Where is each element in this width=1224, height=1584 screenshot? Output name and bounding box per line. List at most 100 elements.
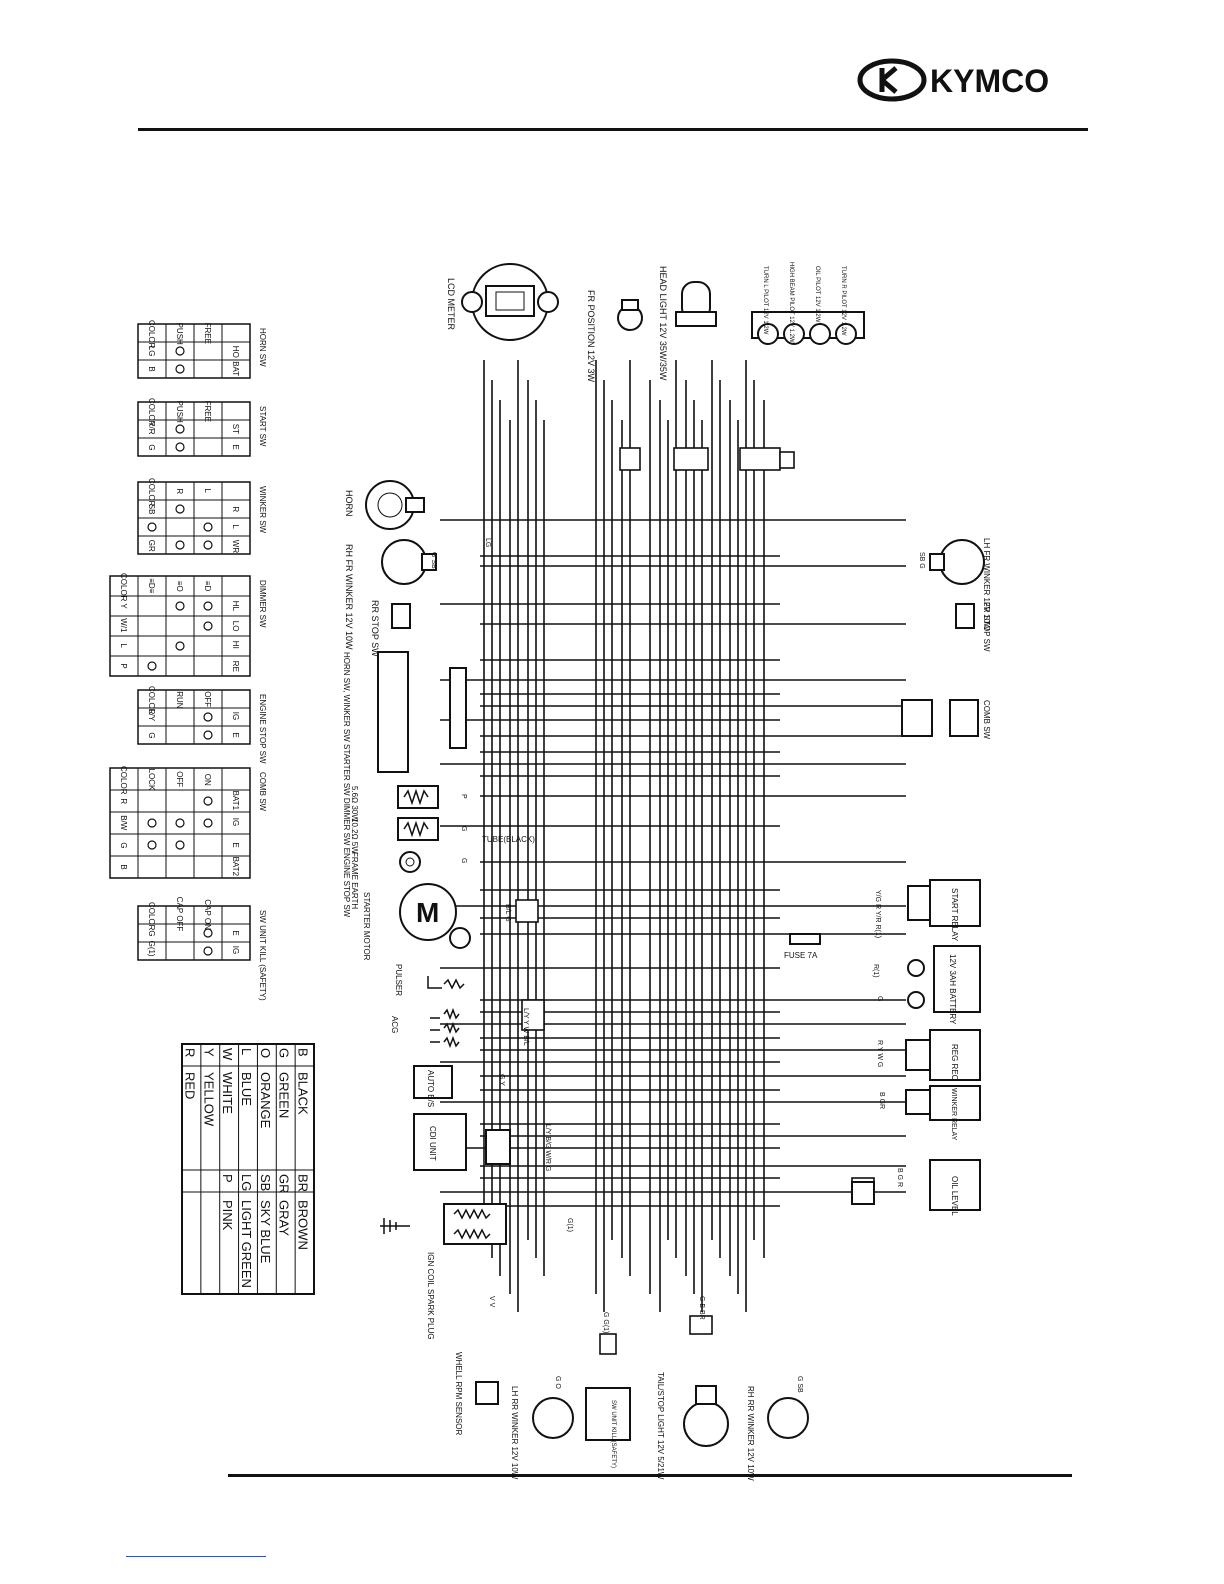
- legend-cell: L: [239, 1048, 254, 1055]
- cdi-unit-label: CDI UNIT: [428, 1126, 437, 1161]
- rh-rr-winker-label: RH RR WINKER 12V 10W: [746, 1386, 755, 1481]
- connector: [521, 999, 545, 1031]
- switch-table-cell: HL: [231, 601, 240, 612]
- switch-table-cell: R: [231, 506, 240, 512]
- lh-fr-winker-label: LH FR WINKER 12V 10W: [982, 538, 991, 631]
- legend-cell: O: [258, 1048, 273, 1058]
- battery-label: 12V 3AH BATTERY: [948, 954, 957, 1025]
- comb-switch: COMB SW: [901, 699, 991, 740]
- winker-relay-label: WINKER RELAY: [950, 1088, 957, 1141]
- switch-table-cell: ST: [231, 424, 240, 434]
- pilot-lamps: TURN L PILOT 12V 1.2W HIGH BEAM PILOT 12…: [751, 262, 865, 345]
- switch-table-cell: HI: [231, 641, 240, 649]
- switch-table-cell: BAT1: [231, 791, 240, 811]
- legend-cell: GR: [277, 1174, 292, 1194]
- rr-stop-switch: RR STOP SW: [370, 600, 411, 657]
- switch-table-title: SW UNIT KILL (SAFETY): [258, 910, 267, 1001]
- switch-table-cell: E: [231, 930, 240, 935]
- lh-rr-winker: LH RR WINKER 12V 10W: [510, 1386, 574, 1480]
- lh-rr-winker-label: LH RR WINKER 12V 10W: [510, 1386, 519, 1480]
- switch-table-cell: R: [119, 798, 128, 804]
- switch-table-cell: FREE: [203, 323, 212, 344]
- legend-cell: R: [182, 1048, 197, 1057]
- switch-contact: [175, 504, 185, 514]
- wire-label-res1: P: [460, 794, 467, 799]
- switch-table-cell: GR: [147, 540, 156, 552]
- switch-table-cell: Y: [119, 603, 128, 609]
- wire-label-starter: B/L G: [504, 904, 511, 922]
- pulser-label: PULSER: [394, 964, 403, 996]
- legend-cell: BLACK: [296, 1072, 311, 1115]
- switch-contact: [175, 818, 185, 828]
- switch-contact: [203, 818, 213, 828]
- connector: [739, 447, 781, 471]
- switch-table-cell: L/Y: [147, 709, 156, 722]
- wire-label-wheel-rpm: V V: [488, 1296, 495, 1308]
- connector: [689, 1315, 713, 1335]
- wheel-rpm-sensor: WHELL RPM SENSOR: [454, 1352, 499, 1435]
- tail-stop-light: TAIL/STOP LIGHT 12V 5/21W: [656, 1372, 729, 1480]
- head-light-label: HEAD LIGHT 12V 35W/35W: [658, 266, 668, 381]
- oil-level-label: OIL LEVEL: [950, 1176, 959, 1216]
- connector: [515, 899, 539, 923]
- switch-table-cell: OFF: [175, 771, 184, 787]
- legend-cell: GREEN: [277, 1072, 292, 1118]
- switch-contact: [175, 641, 185, 651]
- wire-harness: [440, 360, 906, 1355]
- switch-table-cell: BAT2: [231, 857, 240, 877]
- legend-cell: P: [220, 1174, 235, 1183]
- switch-table-cell: G: [147, 732, 156, 738]
- switch-table-cell: RE: [231, 661, 240, 672]
- switch-table-cell: LO: [231, 621, 240, 632]
- switch-contact: [147, 522, 157, 532]
- start-relay-label: START RELAY: [950, 888, 959, 942]
- legend-cell: LIGHT GREEN: [239, 1200, 254, 1288]
- wire-label-lh-rr-winker: G O: [554, 1376, 561, 1389]
- reg-rec: REG REC: [905, 1029, 981, 1081]
- switch-table-title: WINKER SW: [258, 486, 267, 534]
- pilot-label-oil: OIL PILOT 12V 1.2W: [814, 266, 820, 323]
- ign-coil-label: IGN COIL SPARK PLUG: [426, 1252, 435, 1340]
- switch-table-cell: OFF: [203, 691, 212, 707]
- switch-table-cell: HO: [231, 346, 240, 358]
- sw-unit-kill-label: SW UNIT KILL (SAFETY): [610, 1400, 616, 1468]
- wire-label-start-relay: Y/G R Y/R R(1): [874, 890, 881, 938]
- switch-table-cell: ≡D≡: [147, 578, 156, 593]
- switch-table-title: HORN SW: [258, 328, 267, 367]
- switch-contact: [203, 522, 213, 532]
- switch-table-cell: L: [231, 524, 240, 529]
- switch-table-cell: COLOR: [119, 573, 128, 602]
- switch-contact: [175, 424, 185, 434]
- footer-link-underline[interactable]: [126, 1556, 266, 1557]
- kymco-logo: KYMCO: [857, 58, 1049, 102]
- bottom-rule: [228, 1474, 1072, 1477]
- pulser: PULSER: [394, 964, 465, 996]
- switch-contact: [203, 730, 213, 740]
- switch-contact: [203, 540, 213, 550]
- switch-table-cell: IG: [231, 818, 240, 826]
- top-rule: [138, 128, 1088, 131]
- switch-contact: [147, 661, 157, 671]
- kymco-logo-mark: [857, 58, 927, 102]
- switch-contact: [175, 601, 185, 611]
- resistor-10-2: 10.2Ω 5W: [350, 817, 439, 854]
- wire-label-cdi: L/Y B/G W/R G: [544, 1124, 551, 1171]
- wire-label-ign: G(1): [566, 1218, 573, 1232]
- switch-contact: [203, 928, 213, 938]
- tail-stop-label: TAIL/STOP LIGHT 12V 5/21W: [656, 1372, 665, 1480]
- pilot-label-turn-r: TURN R PILOT 12V 1.2W: [840, 266, 846, 336]
- switch-table-cell: P: [119, 663, 128, 668]
- legend-cell: BR: [296, 1174, 311, 1192]
- auto-bs: AUTO B/S: [413, 1065, 453, 1107]
- switch-table-cell: LOCK: [147, 769, 156, 791]
- wire-label-rh-rr-winker: G SB: [796, 1376, 803, 1393]
- switch-table-cell: SB: [147, 504, 156, 515]
- acg-label: ACG: [390, 1016, 399, 1033]
- oil-level: OIL LEVEL: [851, 1159, 981, 1216]
- connector: [599, 1333, 617, 1355]
- rh-rr-winker: RH RR WINKER 12V 10W: [746, 1386, 809, 1481]
- wheel-rpm-label: WHELL RPM SENSOR: [454, 1352, 463, 1435]
- switch-table-title: DIMMER SW: [258, 580, 267, 628]
- resistor-5-6: 5.6Ω 30W: [350, 785, 439, 822]
- legend-cell: RED: [182, 1072, 197, 1099]
